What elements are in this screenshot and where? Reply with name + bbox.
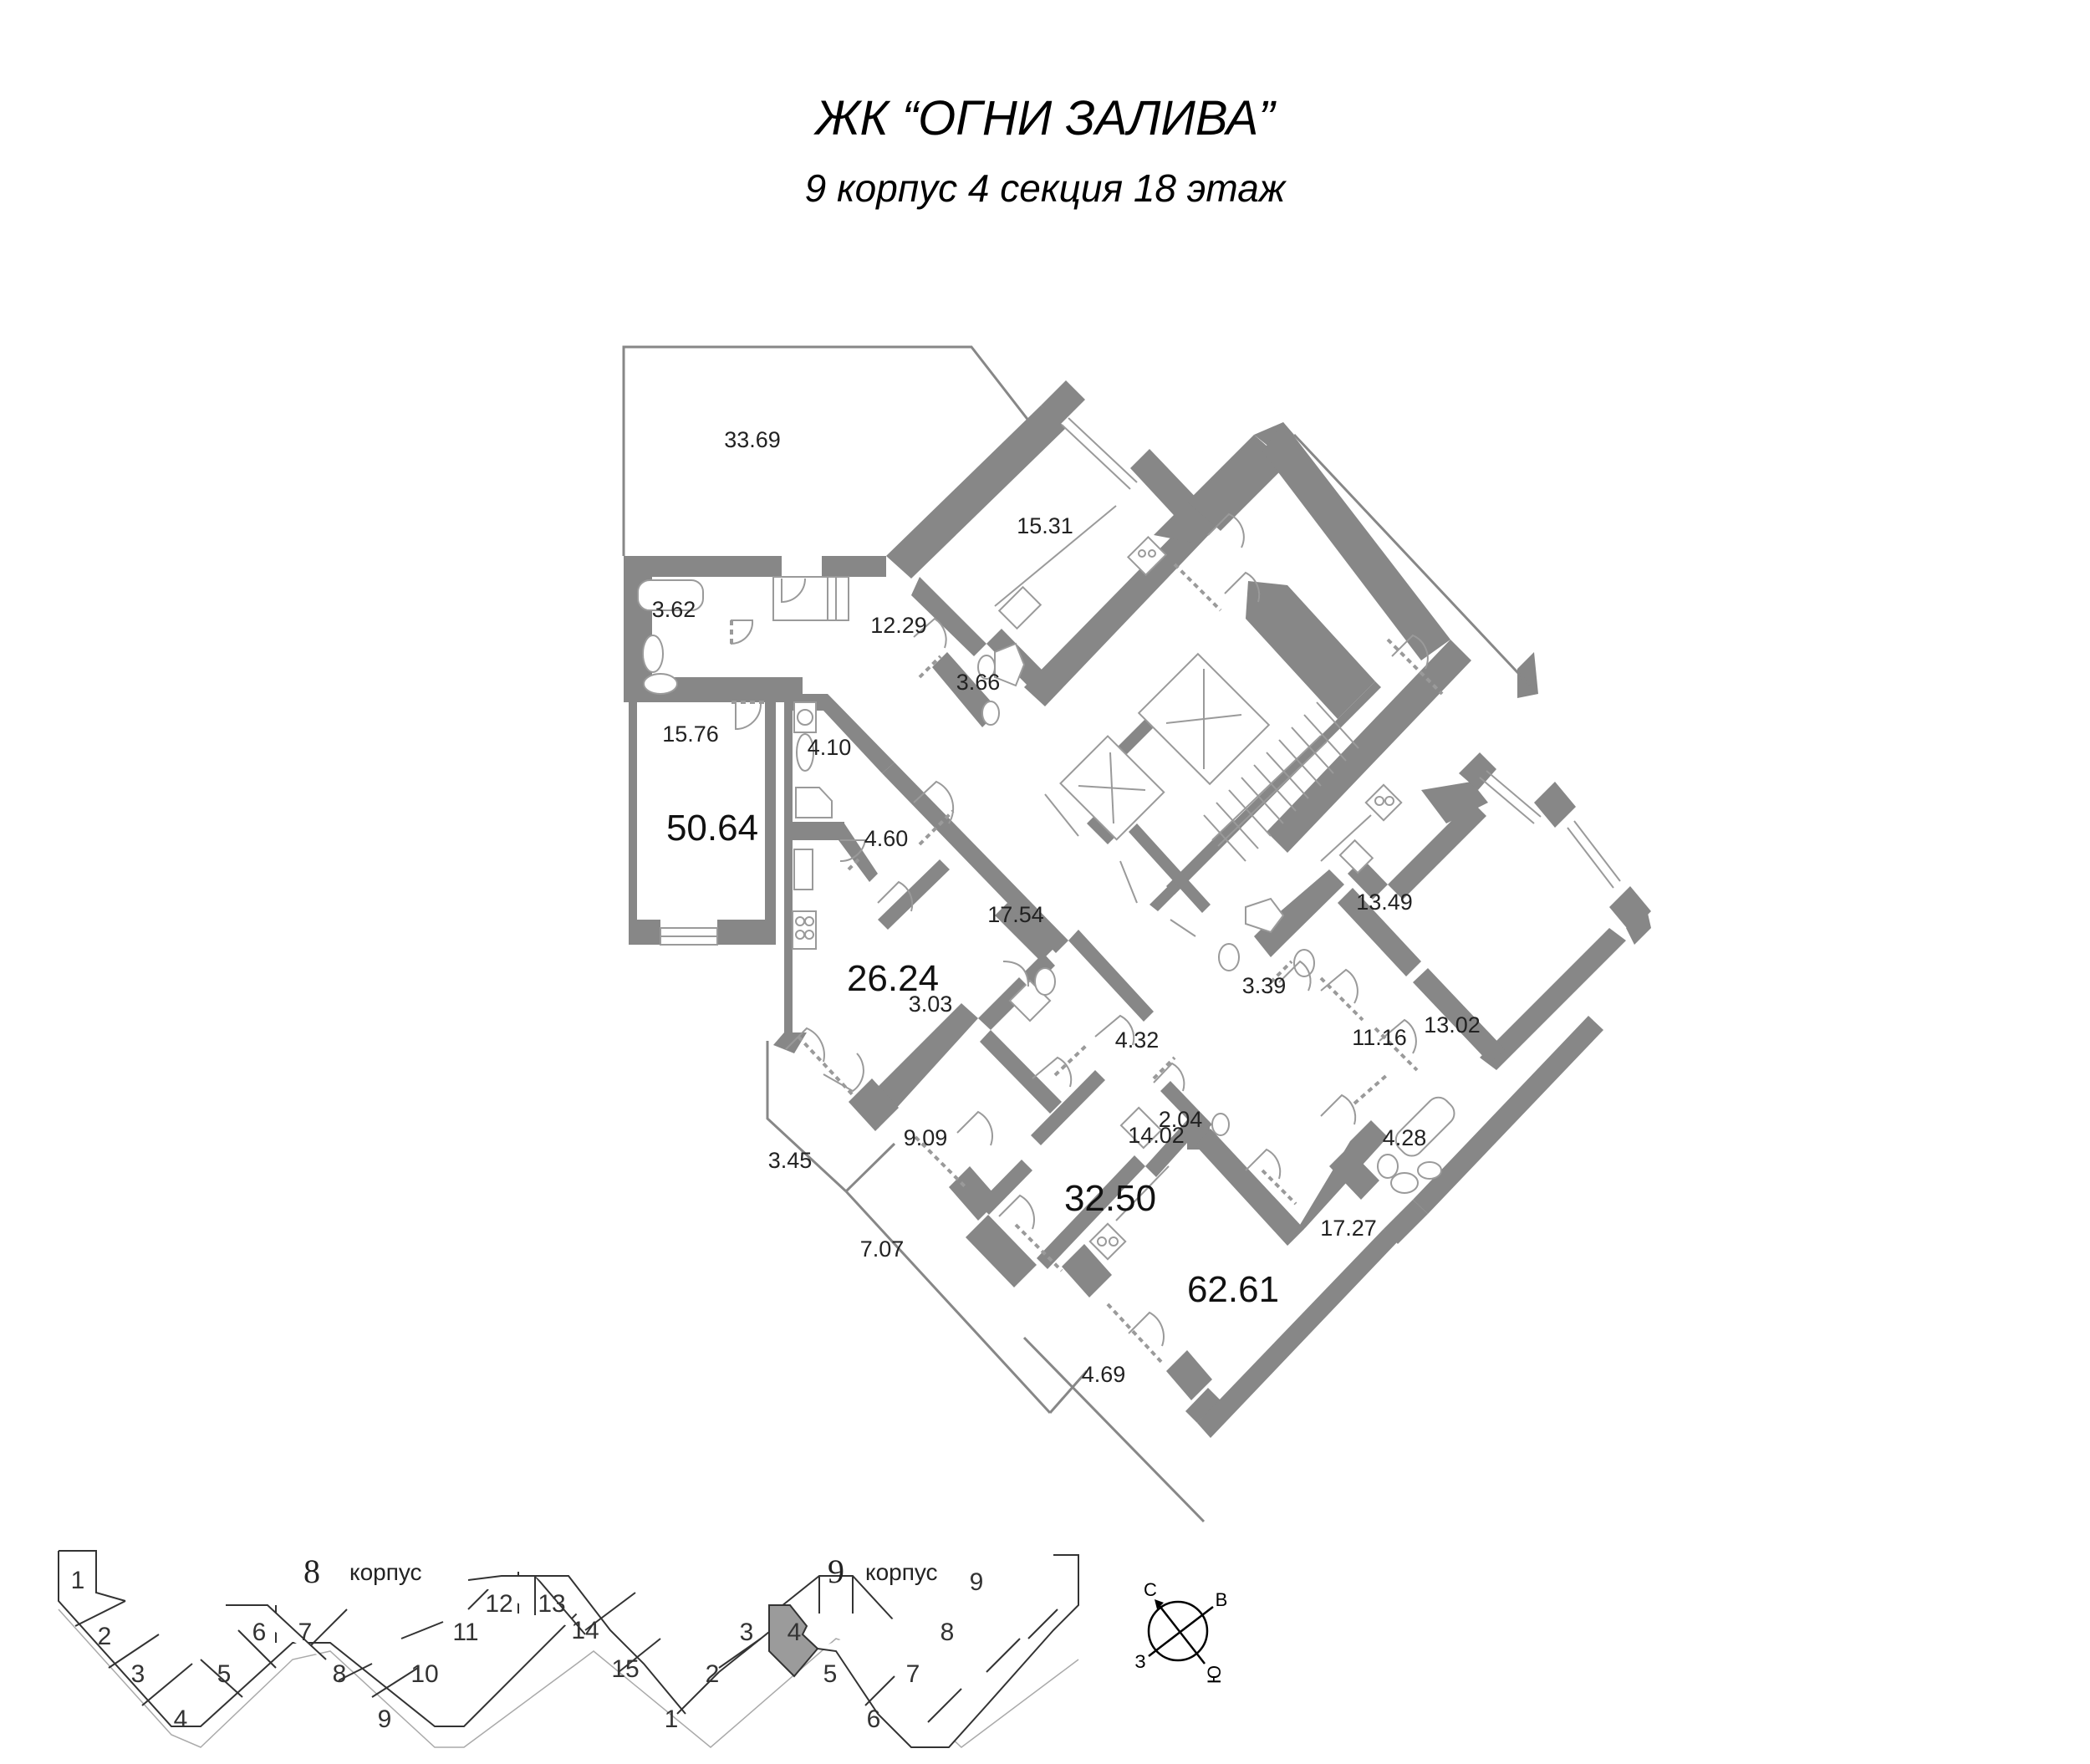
area-33-69: 33.69 [724, 427, 781, 452]
room-15-31[interactable] [886, 380, 1221, 706]
stair-lift-core [1044, 422, 1538, 937]
staircase [1203, 701, 1359, 862]
area-9-09: 9.09 [904, 1125, 948, 1150]
balcony-7-07[interactable] [844, 1190, 1088, 1415]
area-4-28: 4.28 [1383, 1125, 1427, 1150]
balcony-33-69[interactable] [622, 345, 1042, 556]
compass-west: З [1134, 1651, 1145, 1672]
balcony-3-45[interactable] [766, 1027, 899, 1193]
b8-section-10[interactable]: 10 [410, 1660, 438, 1688]
apartment-total-62-61: 62.61 [1187, 1269, 1279, 1310]
building-9-label: корпус [865, 1559, 938, 1585]
area-15-31: 15.31 [1017, 513, 1073, 538]
area-2-04: 2.04 [1159, 1107, 1203, 1132]
b9-section-4[interactable]: 4 [788, 1619, 802, 1646]
area-3-45: 3.45 [768, 1148, 813, 1173]
b8-section-3[interactable]: 3 [131, 1660, 145, 1688]
area-4-60: 4.60 [864, 826, 909, 851]
b9-section-6[interactable]: 6 [867, 1705, 881, 1733]
b9-section-8[interactable]: 8 [940, 1619, 955, 1646]
area-13-02: 13.02 [1424, 1012, 1481, 1037]
area-4-32: 4.32 [1115, 1027, 1160, 1053]
b8-section-15[interactable]: 15 [611, 1655, 639, 1683]
b8-section-5[interactable]: 5 [217, 1660, 232, 1688]
b9-section-2[interactable]: 2 [706, 1660, 720, 1688]
area-4-69: 4.69 [1082, 1362, 1126, 1387]
north-arrow-icon [1155, 1599, 1164, 1609]
building-8-label: корпус [349, 1559, 422, 1585]
area-15-76: 15.76 [662, 721, 719, 747]
b9-section-5[interactable]: 5 [823, 1660, 838, 1688]
area-7-07: 7.07 [860, 1236, 905, 1262]
building-9-number: 9 [828, 1552, 844, 1590]
area-3-66: 3.66 [956, 670, 1001, 695]
apartment-total-32-50: 32.50 [1064, 1178, 1156, 1219]
area-11-16: 11.16 [1352, 1025, 1407, 1050]
b9-section-3[interactable]: 3 [740, 1619, 754, 1646]
compass: С В Ю З [1134, 1579, 1227, 1684]
building-8-number: 8 [303, 1552, 320, 1590]
balcony-4-69[interactable] [1022, 1303, 1221, 1523]
apartment-50-64[interactable] [624, 556, 886, 946]
b8-section-11[interactable]: 11 [452, 1619, 478, 1646]
complex-title: ЖК “ОГНИ ЗАЛИВА” [815, 91, 1275, 145]
area-4-10: 4.10 [808, 735, 852, 760]
b8-section-7[interactable]: 7 [298, 1619, 313, 1646]
b8-section-14[interactable]: 14 [571, 1617, 599, 1644]
area-17-27: 17.27 [1320, 1216, 1377, 1241]
area-17-54: 17.54 [987, 902, 1044, 927]
compass-south: Ю [1204, 1665, 1225, 1684]
selected-section-highlight[interactable] [768, 1604, 819, 1678]
b9-section-1[interactable]: 1 [665, 1705, 679, 1733]
b8-section-12[interactable]: 12 [485, 1590, 512, 1618]
b8-section-9[interactable]: 9 [378, 1705, 392, 1733]
bathroom-3-66[interactable] [913, 617, 1045, 727]
compass-east: В [1216, 1589, 1228, 1610]
area-12-29: 12.29 [870, 613, 927, 638]
b8-section-2[interactable]: 2 [98, 1623, 112, 1650]
floor-subtitle: 9 корпус 4 секция 18 этаж [804, 166, 1286, 210]
compass-circle [1147, 1600, 1209, 1662]
room-area-labels: 33.69 15.31 12.29 3.62 3.66 15.76 50.64 … [652, 427, 1481, 1387]
area-14-02: 14.02 [1128, 1123, 1185, 1148]
b9-section-7[interactable]: 7 [906, 1660, 920, 1688]
b8-section-6[interactable]: 6 [252, 1619, 267, 1646]
b8-section-13[interactable]: 13 [538, 1590, 565, 1618]
area-3-03: 3.03 [909, 992, 953, 1017]
compass-north: С [1144, 1579, 1157, 1600]
b8-section-1[interactable]: 1 [71, 1567, 85, 1594]
area-3-39: 3.39 [1242, 973, 1287, 998]
apartment-62-61[interactable] [1195, 752, 1651, 1438]
b8-section-8[interactable]: 8 [333, 1660, 347, 1688]
area-3-62: 3.62 [652, 597, 696, 622]
apartment-total-26-24: 26.24 [847, 958, 939, 999]
apartment-total-50-64: 50.64 [666, 808, 758, 849]
area-13-49: 13.49 [1356, 890, 1413, 915]
b8-section-4[interactable]: 4 [174, 1705, 188, 1733]
site-key-map: 1 2 3 4 5 6 7 8 9 10 11 12 13 14 15 1 2 … [58, 1550, 1079, 1748]
b9-section-9[interactable]: 9 [970, 1568, 984, 1596]
